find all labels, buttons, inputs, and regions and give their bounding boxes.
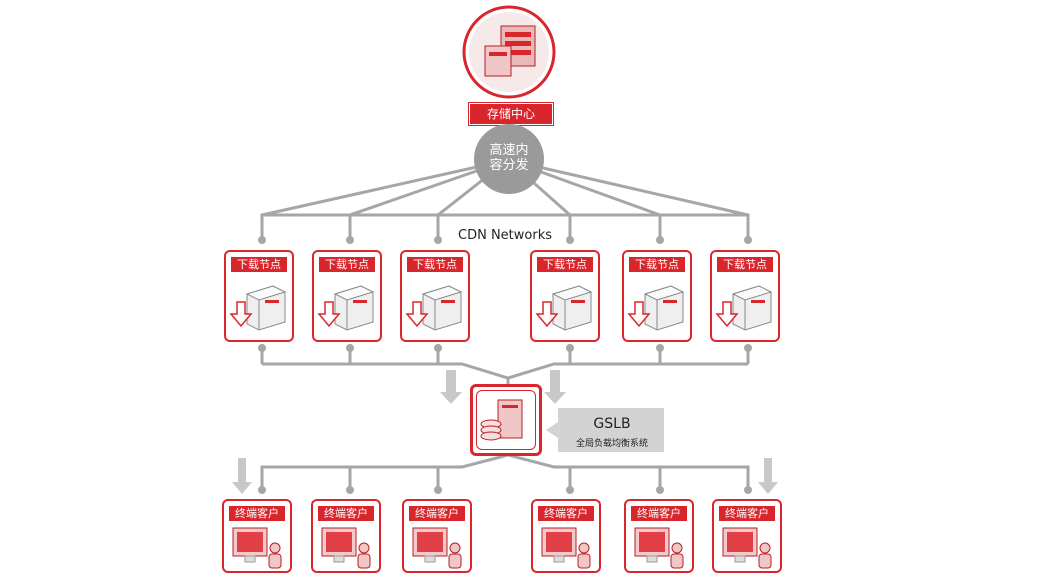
- storage-center-icon: [462, 5, 556, 99]
- terminal-client-label: 终端客户: [631, 506, 687, 521]
- gslb-title: GSLB: [593, 416, 631, 432]
- client-computer-icon: [541, 527, 591, 569]
- download-node-label: 下载节点: [717, 257, 773, 272]
- terminal-client-label: 终端客户: [318, 506, 374, 521]
- client-computer-icon: [722, 527, 772, 569]
- content-distribution-hub: [474, 124, 544, 194]
- download-server-icon: [229, 285, 287, 331]
- client-computer-icon: [232, 527, 282, 569]
- download-node-label: 下载节点: [629, 257, 685, 272]
- download-node-label: 下载节点: [319, 257, 375, 272]
- client-computer-icon: [412, 527, 462, 569]
- hub-line-1: 高速内: [489, 143, 529, 158]
- terminal-client-label: 终端客户: [719, 506, 775, 521]
- download-server-icon: [627, 285, 685, 331]
- cdn-networks-label: CDN Networks: [455, 228, 555, 243]
- download-server-icon: [317, 285, 375, 331]
- download-node-label: 下载节点: [231, 257, 287, 272]
- download-server-icon: [535, 285, 593, 331]
- gslb-callout: [546, 408, 664, 452]
- client-computer-icon: [634, 527, 684, 569]
- hub-line-2: 容分发: [489, 158, 529, 173]
- download-server-icon: [715, 285, 773, 331]
- gslb-subtitle: 全局负载均衡系统: [575, 439, 648, 449]
- gslb-server-icon: [480, 399, 523, 441]
- client-computer-icon: [321, 527, 371, 569]
- terminal-client-label: 终端客户: [229, 506, 285, 521]
- terminal-client-label: 终端客户: [538, 506, 594, 521]
- terminal-client-label: 终端客户: [409, 506, 465, 521]
- download-server-icon: [405, 285, 463, 331]
- storage-center-label: 存储中心: [470, 104, 552, 124]
- download-node-label: 下载节点: [537, 257, 593, 272]
- download-node-label: 下载节点: [407, 257, 463, 272]
